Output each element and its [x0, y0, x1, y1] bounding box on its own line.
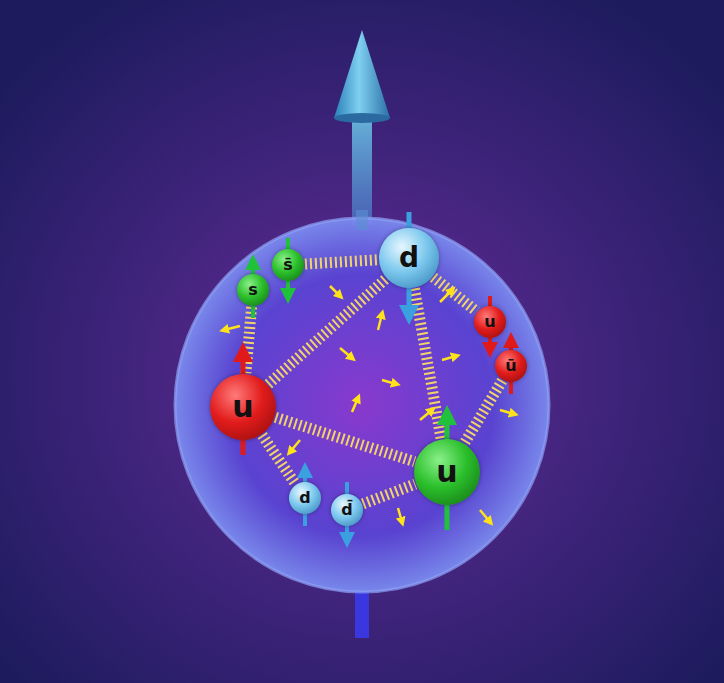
small-arrow: [330, 286, 340, 296]
quark-label: d: [399, 244, 419, 272]
gluon-spring: [414, 289, 441, 439]
proton-sphere: [175, 218, 549, 592]
gluon-spring: [268, 279, 386, 385]
quark-ball: s̄: [272, 249, 304, 281]
gluon-line: [268, 279, 386, 385]
gluon-spring: [433, 277, 476, 311]
quark-label: s̄: [283, 257, 293, 273]
small-arrow: [442, 356, 456, 360]
gluon-spring: [465, 381, 503, 443]
quark-label: u: [436, 457, 457, 487]
quark-ball: ū: [495, 350, 527, 382]
quark-ball: u: [414, 439, 480, 505]
spin-axis-inside: [356, 210, 368, 230]
gluon-line: [262, 435, 295, 484]
quark-label: d: [299, 490, 310, 506]
quark-ball: u: [210, 374, 276, 440]
spin-axis-bottom: [355, 590, 369, 638]
spin-cone: [334, 30, 390, 118]
gluon-line: [433, 277, 476, 311]
gluon-spring: [262, 435, 295, 484]
quark-spins: [243, 212, 511, 540]
gluon-line: [414, 289, 441, 439]
gluon-line: [305, 260, 378, 264]
small-arrow: [480, 510, 490, 522]
quark-label: u: [484, 314, 495, 330]
quark-ball: d̄: [331, 494, 363, 526]
quark-ball: u: [474, 306, 506, 338]
small-arrow: [340, 348, 352, 358]
gluon-spring: [363, 484, 415, 504]
gluon-line: [246, 307, 252, 373]
quark-label: d̄: [341, 502, 352, 518]
quark-label: ū: [505, 358, 516, 374]
quark-ball: s: [237, 274, 269, 306]
quark-ball: d: [379, 228, 439, 288]
gluon-line: [363, 484, 415, 504]
gluon-line: [275, 417, 414, 461]
cone-base: [334, 113, 390, 123]
small-arrow: [398, 508, 402, 522]
small-arrow: [352, 398, 358, 412]
gluon-spring: [246, 307, 252, 373]
small-arrow: [382, 380, 396, 384]
quark-ball: d: [289, 482, 321, 514]
small-arrow: [440, 290, 452, 302]
gluon-spring: [275, 417, 414, 461]
quark-label: u: [232, 392, 253, 422]
small-arrow: [378, 314, 382, 330]
spin-axis-top: [352, 110, 372, 225]
small-arrow: [290, 440, 300, 452]
small-arrow: [224, 326, 240, 330]
gluon-spring: [305, 260, 378, 264]
gluon-line: [465, 381, 503, 443]
quark-label: s: [248, 282, 258, 298]
small-arrow: [420, 410, 432, 420]
small-arrow: [500, 410, 514, 414]
